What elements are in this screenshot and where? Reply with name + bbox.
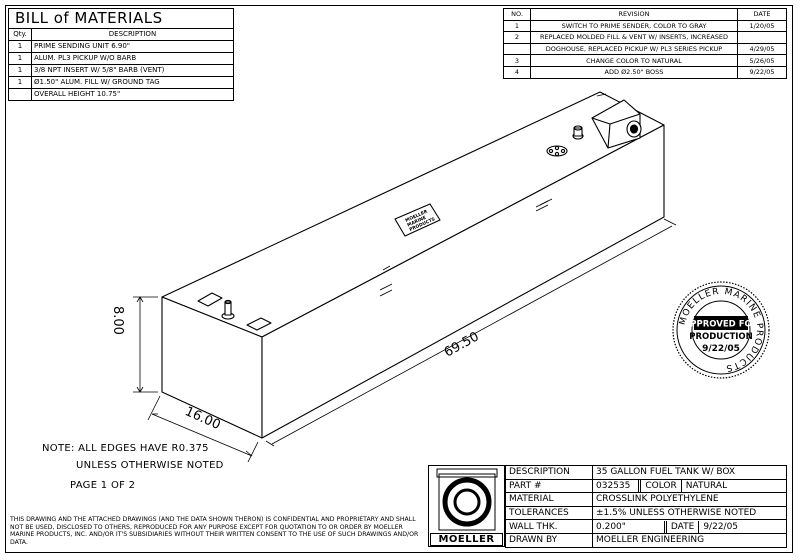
part-label: PART # xyxy=(505,478,593,494)
moeller-logo-mark xyxy=(436,468,498,531)
drawn-by-label: DRAWN BY xyxy=(505,532,593,548)
stamp-line-date: 9/22/05 xyxy=(702,344,740,354)
stamp-line-production: PRODUCTION xyxy=(689,332,753,342)
date-label: DATE xyxy=(670,521,695,532)
bom-description: OVERALL HEIGHT 10.75" xyxy=(31,88,234,101)
stamp-line-approved: APPROVED FOR xyxy=(684,320,759,330)
description-label: DESCRIPTION xyxy=(505,465,593,480)
revision-text: REPLACED MOLDED FILL & VENT W/ INSERTS, … xyxy=(530,31,738,44)
revision-text: DOGHOUSE, REPLACED PICKUP W/ PL3 SERIES … xyxy=(530,42,738,56)
label-plate xyxy=(394,203,441,237)
tolerances-label: TOLERANCES xyxy=(505,505,593,521)
divider xyxy=(680,479,682,492)
vent-fitting xyxy=(221,299,235,320)
logo-box xyxy=(428,465,505,547)
sending-unit xyxy=(546,145,568,157)
confidentiality-disclaimer: THIS DRAWING AND THE ATTACHED DRAWINGS (… xyxy=(10,516,419,546)
page-number: PAGE 1 OF 2 xyxy=(70,480,136,491)
divider xyxy=(663,520,667,533)
description-value: 35 GALLON FUEL TANK W/ BOX xyxy=(592,465,787,480)
title-block: DESCRIPTION 35 GALLON FUEL TANK W/ BOX P… xyxy=(505,465,787,548)
note-unless: UNLESS OTHERWISE NOTED xyxy=(76,460,224,471)
color-value: NATURAL xyxy=(685,480,728,491)
fill-doghouse xyxy=(572,99,642,149)
dimension-lines xyxy=(133,218,677,463)
part-value: 032535 xyxy=(596,480,631,491)
drawn-by-value: MOELLER ENGINEERING xyxy=(592,532,787,548)
divider xyxy=(638,479,642,492)
bom-row: OVERALL HEIGHT 10.75" xyxy=(8,88,234,101)
tolerances-value: ±1.5% UNLESS OTHERWISE NOTED xyxy=(592,505,787,521)
material-value: CROSSLINK POLYETHYLENE xyxy=(592,492,787,507)
note-edges: NOTE: ALL EDGES HAVE R0.375 xyxy=(42,443,209,454)
dimension-height: 8.00 xyxy=(110,306,125,335)
material-label: MATERIAL xyxy=(505,492,593,507)
tank-outline xyxy=(161,91,665,439)
edge-hint-lines xyxy=(379,198,553,297)
wall-thickness-label: WALL THK. xyxy=(505,519,593,534)
company-logo-name: MOELLER xyxy=(430,533,503,546)
revision-date: 9/22/05 xyxy=(737,65,787,79)
date-value: 9/22/05 xyxy=(703,521,739,532)
access-hole-left xyxy=(197,292,223,307)
drawing-border xyxy=(5,5,793,553)
revision-date: 5/26/05 xyxy=(737,54,787,67)
revision-row: DOGHOUSE, REPLACED PICKUP W/ PL3 SERIES … xyxy=(503,42,787,56)
color-label: COLOR xyxy=(645,480,677,491)
access-hole-right xyxy=(246,317,272,331)
revision-date xyxy=(737,31,787,44)
approval-stamp: MOELLER MARINE PRODUCTS APPROVED FOR PRO… xyxy=(672,281,770,379)
wall-thickness-value: 0.200" xyxy=(596,521,626,532)
divider xyxy=(698,520,700,533)
revision-date: 4/29/05 xyxy=(737,42,787,56)
